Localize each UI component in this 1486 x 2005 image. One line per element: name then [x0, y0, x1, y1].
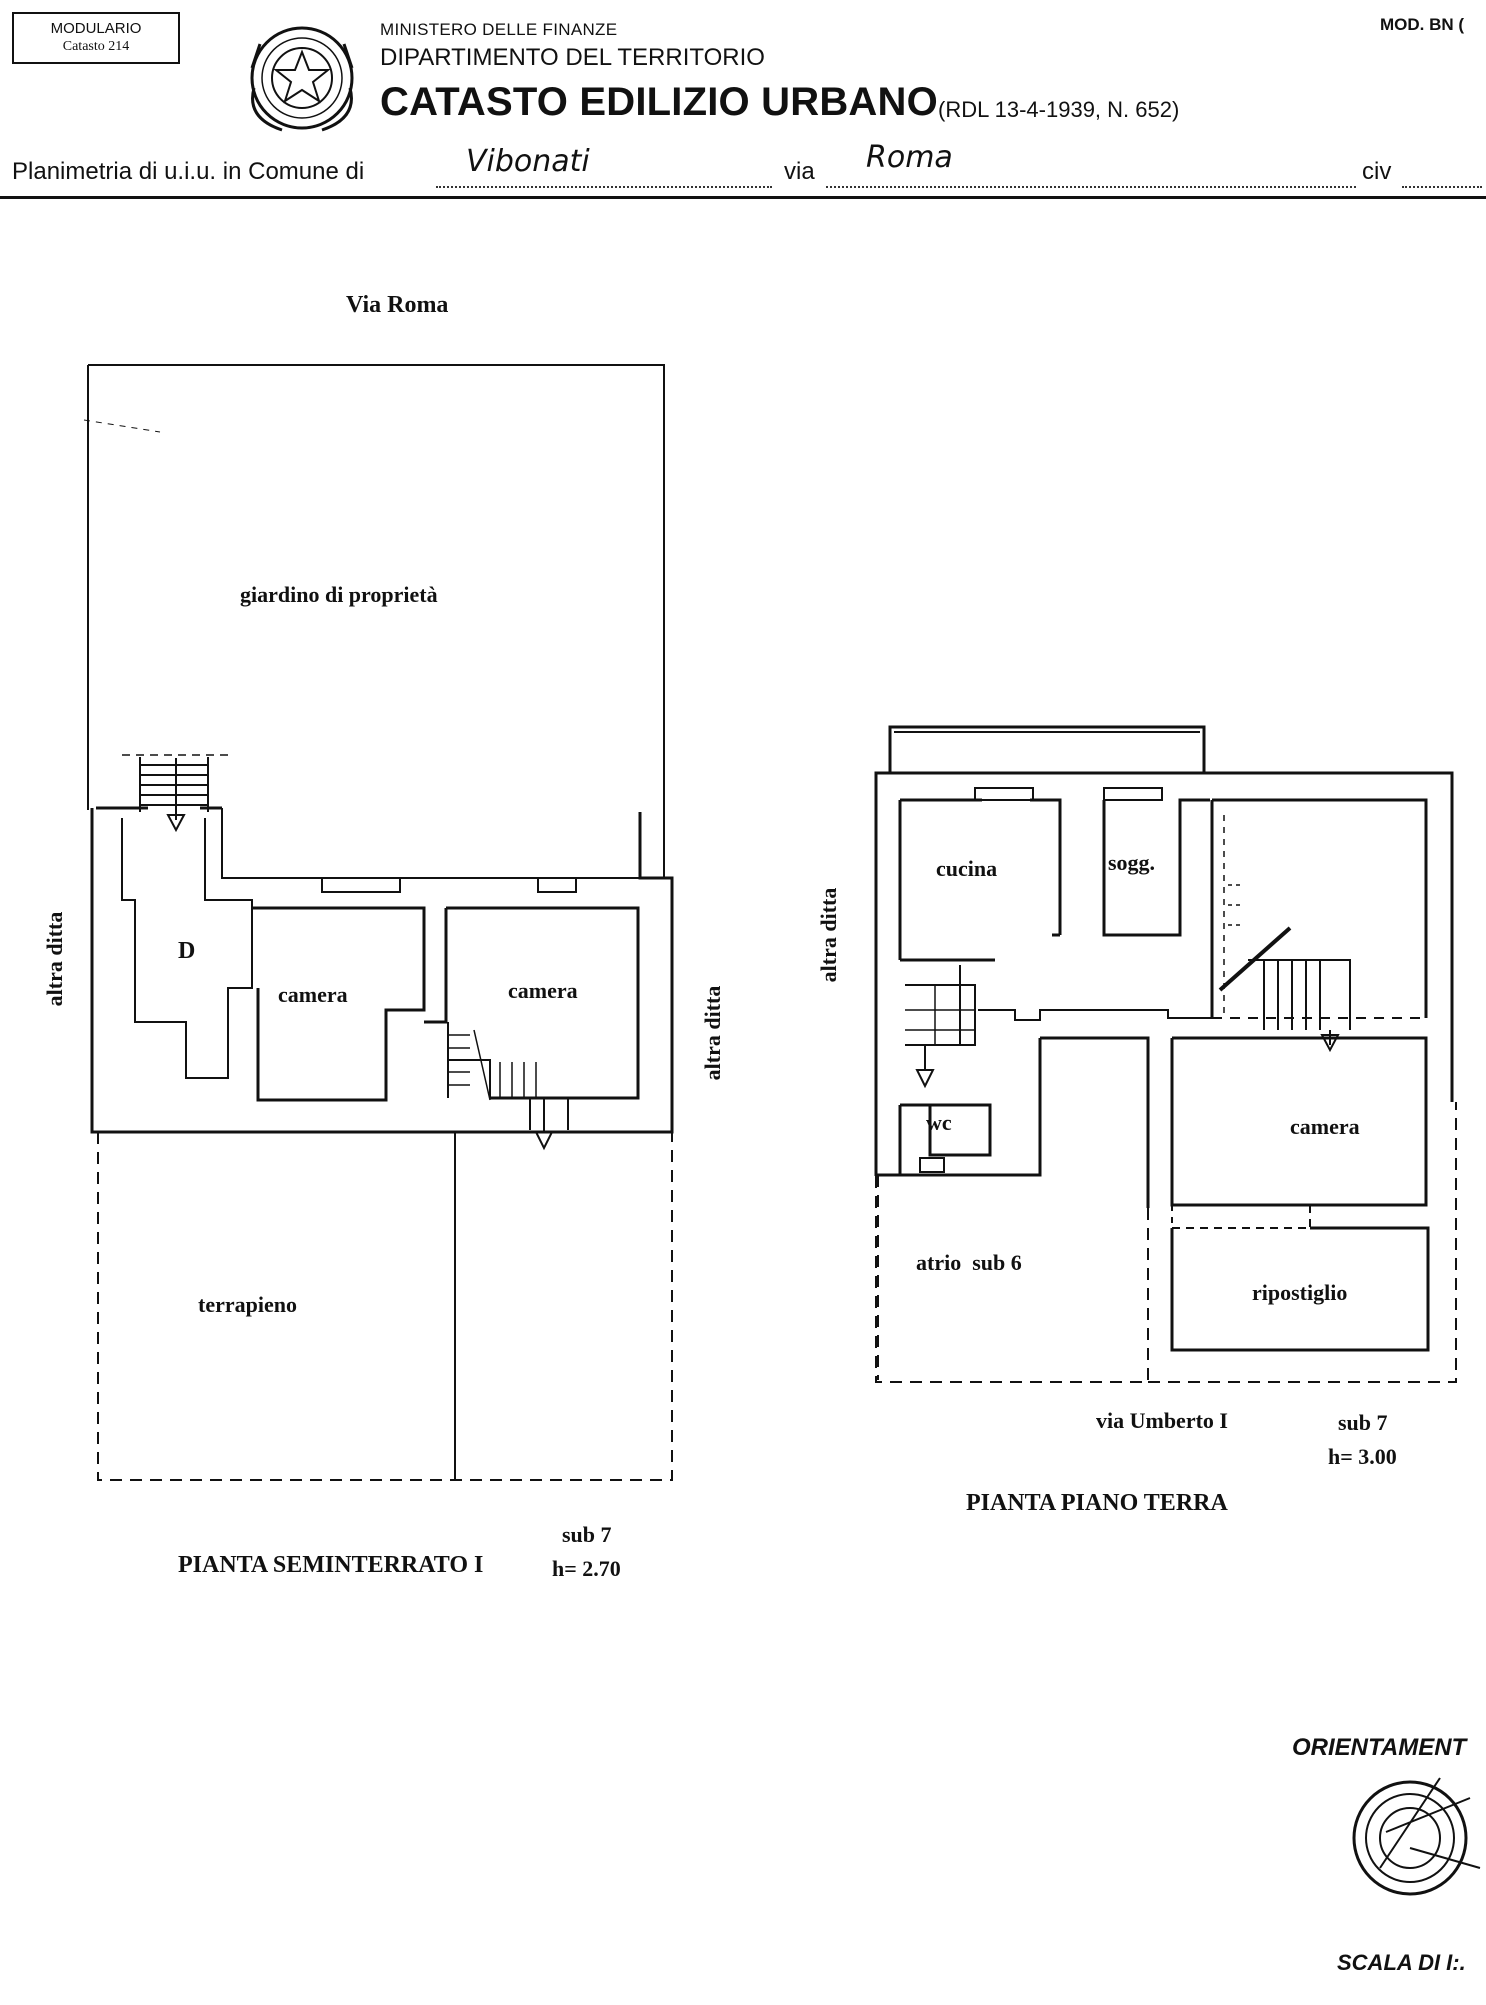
comune-value: Vibonati	[466, 144, 590, 179]
room-cucina-label: cucina	[936, 856, 998, 881]
via-value: Roma	[866, 140, 953, 175]
room-camera-pt-label: camera	[1290, 1114, 1360, 1139]
document-title: CATASTO EDILIZIO URBANO	[380, 80, 938, 124]
ministry-name: MINISTERO DELLE FINANZE	[380, 20, 618, 39]
scala-label: SCALA DI I:.	[1337, 1950, 1466, 1975]
department-name: DIPARTIMENTO DEL TERRITORIO	[380, 44, 765, 71]
seminterrato-plan	[83, 364, 674, 1481]
plan-title-piano-terra: PIANTA PIANO TERRA	[966, 1490, 1228, 1516]
header-rule	[0, 196, 1486, 199]
room-atrio-label: atrio sub 6	[916, 1250, 1022, 1275]
law-reference: (RDL 13-4-1939, N. 652)	[938, 97, 1180, 122]
modulario-catasto-label: Catasto 214	[62, 39, 130, 54]
sub-piano-terra: sub 7	[1338, 1410, 1388, 1435]
civ-label: civ	[1362, 158, 1392, 185]
piano-terra-plan	[874, 725, 1457, 1383]
room-wc-label: wc	[926, 1110, 952, 1135]
sub-seminterrato: sub 7	[562, 1522, 612, 1547]
comune-field	[436, 164, 772, 188]
height-seminterrato: h= 2.70	[552, 1556, 621, 1581]
form-code: MOD. BN (	[1380, 15, 1465, 34]
height-piano-terra: h= 3.00	[1328, 1444, 1397, 1469]
republic-emblem-icon	[250, 26, 354, 132]
orientamento-label: ORIENTAMENT	[1292, 1734, 1467, 1761]
terrapieno-label: terrapieno	[198, 1292, 297, 1317]
via-field	[826, 164, 1356, 188]
side-label-left-piano-terra: altra ditta	[816, 887, 841, 983]
via-label: via	[784, 158, 815, 185]
room-ripostiglio-label: ripostiglio	[1252, 1280, 1348, 1305]
plan-title-seminterrato: PIANTA SEMINTERRATO I	[178, 1552, 484, 1578]
civ-field	[1402, 164, 1482, 188]
garden-label: giardino di proprietà	[240, 582, 438, 607]
room-camera-2-label: camera	[508, 978, 578, 1003]
room-camera-1-label: camera	[278, 982, 348, 1007]
modulario-label: MODULARIO	[50, 20, 142, 37]
planimetria-label: Planimetria di u.i.u. in Comune di	[12, 158, 365, 185]
north-arrow-icon	[1352, 1777, 1481, 1896]
room-sogg-label: sogg.	[1108, 850, 1156, 875]
modulario-box: MODULARIO Catasto 214	[12, 12, 180, 64]
street-label-via-roma: Via Roma	[346, 292, 449, 318]
room-d-label: D	[178, 938, 196, 964]
side-label-left-seminterrato: altra ditta	[42, 911, 67, 1007]
side-label-right-seminterrato: altra ditta	[700, 985, 725, 1081]
street-label-via-umberto: via Umberto I	[1096, 1408, 1228, 1433]
